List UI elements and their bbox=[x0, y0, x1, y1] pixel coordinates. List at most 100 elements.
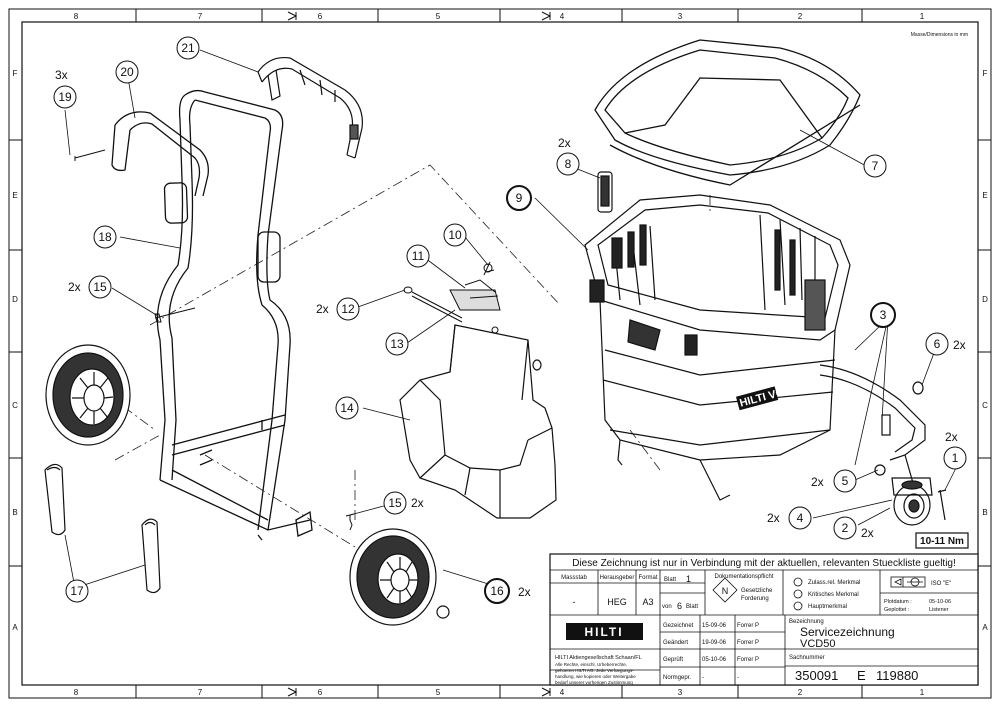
left-wheel bbox=[45, 344, 131, 446]
callout-qty: 2x bbox=[411, 496, 424, 510]
col-label: 3 bbox=[678, 12, 683, 21]
handle-grip bbox=[111, 111, 209, 197]
dok-text-1: Gesetzliche bbox=[741, 588, 773, 594]
col-label: 8 bbox=[74, 12, 79, 21]
callout-qty: 2x bbox=[945, 430, 958, 444]
row-label: F bbox=[983, 69, 988, 78]
callout-qty: 2x bbox=[767, 511, 780, 525]
callout-qty: 2x bbox=[518, 585, 531, 599]
callout-number: 21 bbox=[181, 41, 195, 55]
callout-circle bbox=[176, 36, 200, 60]
row-label: C bbox=[982, 401, 988, 410]
herausgeber-value: HEG bbox=[607, 597, 627, 607]
gezeichnet-name: Forrer P bbox=[737, 623, 759, 629]
row-label: F bbox=[13, 69, 18, 78]
geaendert-name: Forrer P bbox=[737, 640, 759, 646]
callout-number: 16 bbox=[490, 584, 504, 598]
sachnummer-part-3: 119880 bbox=[876, 668, 918, 683]
col-label: 8 bbox=[74, 688, 79, 697]
callout-circle bbox=[870, 302, 896, 328]
dok-diamond bbox=[712, 577, 738, 603]
callout-circle bbox=[88, 275, 112, 299]
callout-circle bbox=[506, 185, 532, 211]
callout-number: 11 bbox=[412, 249, 425, 263]
projection-icon bbox=[894, 577, 923, 587]
bracket-holder bbox=[399, 324, 557, 519]
callout-number: 8 bbox=[565, 157, 572, 171]
blatt-value: 1 bbox=[686, 574, 691, 584]
logo-plate bbox=[735, 386, 779, 411]
handle-cover bbox=[257, 56, 363, 159]
callout-circle bbox=[556, 152, 580, 176]
bezeichnung-line-1: Servicezeichnung bbox=[800, 625, 895, 639]
callout-circle bbox=[925, 332, 949, 356]
geplottet-value: Listener bbox=[929, 607, 949, 613]
callout-number: 5 bbox=[842, 474, 849, 488]
von-label: von bbox=[662, 604, 672, 610]
row-label: E bbox=[12, 191, 17, 200]
callout-number: 17 bbox=[70, 584, 84, 598]
bezeichnung-label: Bezeichnung bbox=[789, 619, 824, 625]
callout-qty: 2x bbox=[811, 475, 824, 489]
geplottet-label: Geplottet : bbox=[884, 607, 910, 613]
rights-line-1: Alle Rechte, einschl. Urheberrechte, bbox=[555, 662, 627, 667]
title-block bbox=[549, 553, 979, 686]
callout-qty: 2x bbox=[953, 338, 966, 352]
sachnummer-part-2: E bbox=[857, 668, 866, 683]
von-suffix: Blatt bbox=[686, 604, 698, 610]
caps bbox=[44, 463, 161, 594]
callout-number: 14 bbox=[340, 401, 354, 415]
company-logo-plate bbox=[566, 623, 643, 640]
row-label: A bbox=[12, 623, 18, 632]
merkmal-1: Zulass.rel. Merkmal bbox=[808, 580, 860, 586]
callout-circle bbox=[65, 579, 89, 603]
rights-line-4: bedarf unserer vorherigen Zustimmung bbox=[555, 680, 633, 685]
col-label: 6 bbox=[318, 12, 323, 21]
callout-circle bbox=[484, 578, 510, 604]
plotdatum-label: Plotdatum : bbox=[884, 599, 912, 605]
callout-circle bbox=[943, 446, 967, 470]
geprueft-name: Forrer P bbox=[737, 657, 759, 663]
tray bbox=[594, 39, 861, 186]
row-label: B bbox=[982, 508, 987, 517]
callout-circle bbox=[335, 396, 359, 420]
row-label: E bbox=[982, 191, 987, 200]
col-label: 2 bbox=[798, 12, 803, 21]
geaendert-date: 19-09-06 bbox=[702, 640, 727, 646]
product-logo: HILTI VCD 50 bbox=[735, 380, 807, 411]
callout-bubbles bbox=[53, 36, 967, 604]
normgepr-label: Normgepr. bbox=[663, 675, 691, 681]
callout-number: 15 bbox=[388, 496, 402, 510]
torque-box bbox=[915, 532, 969, 549]
callout-circle bbox=[443, 223, 467, 247]
merkmal-circle bbox=[793, 601, 803, 611]
callout-number: 7 bbox=[872, 159, 879, 173]
massstab-label: Massstab bbox=[561, 575, 587, 581]
callout-number: 6 bbox=[934, 337, 941, 351]
screws bbox=[74, 149, 355, 531]
callout-number: 4 bbox=[797, 511, 804, 525]
col-label: 5 bbox=[436, 12, 441, 21]
col-label: 5 bbox=[436, 688, 441, 697]
callout-qty: 2x bbox=[316, 302, 329, 316]
callout-number: 18 bbox=[98, 230, 112, 244]
col-label: 3 bbox=[678, 688, 683, 697]
blatt-label: Blatt bbox=[664, 577, 676, 583]
rights-line-3: handlung, wie kopieren oder Weitergabe bbox=[555, 674, 636, 679]
format-label: Format bbox=[638, 575, 657, 581]
callout-number: 3 bbox=[880, 308, 887, 322]
merkmal-3: Hauptmerkmal bbox=[808, 604, 847, 610]
col-label: 4 bbox=[560, 688, 565, 697]
callout-circle bbox=[53, 85, 77, 109]
col-label: 6 bbox=[318, 688, 323, 697]
gezeichnet-date: 15-09-06 bbox=[702, 623, 727, 629]
callout-circle bbox=[115, 60, 139, 84]
sachnummer-part-1: 350091 bbox=[795, 668, 838, 683]
geaendert-label: Geändert bbox=[663, 640, 688, 646]
col-label: 7 bbox=[198, 688, 203, 697]
dok-text-2: Forderung bbox=[741, 596, 769, 602]
callout-number: 19 bbox=[58, 90, 72, 104]
callout-qty: 2x bbox=[558, 136, 571, 150]
callout-circle bbox=[406, 244, 430, 268]
